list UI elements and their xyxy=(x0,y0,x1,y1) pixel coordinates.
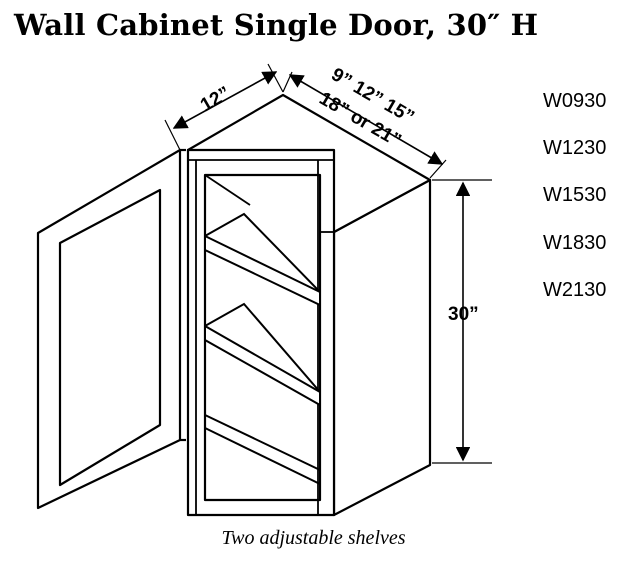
shelf-bottom xyxy=(204,414,321,485)
depth-dimension xyxy=(164,63,284,151)
height-label: 30” xyxy=(448,304,479,325)
cabinet-door xyxy=(36,148,186,510)
model-code: W1230 xyxy=(543,137,607,159)
page-title: Wall Cabinet Single Door, 30″ H xyxy=(14,8,539,42)
width-dimension xyxy=(282,71,447,179)
model-code: W2130 xyxy=(543,279,607,301)
model-code: W0930 xyxy=(543,90,607,112)
shelf-middle xyxy=(204,302,321,407)
shelf-upper xyxy=(204,212,321,307)
height-dimension xyxy=(432,179,492,464)
cabinet-side-panel xyxy=(332,178,432,517)
depth-label: 12” xyxy=(197,83,234,117)
model-code: W1530 xyxy=(543,184,607,206)
shelves-caption: Two adjustable shelves xyxy=(221,527,406,549)
model-code: W1830 xyxy=(543,232,607,254)
